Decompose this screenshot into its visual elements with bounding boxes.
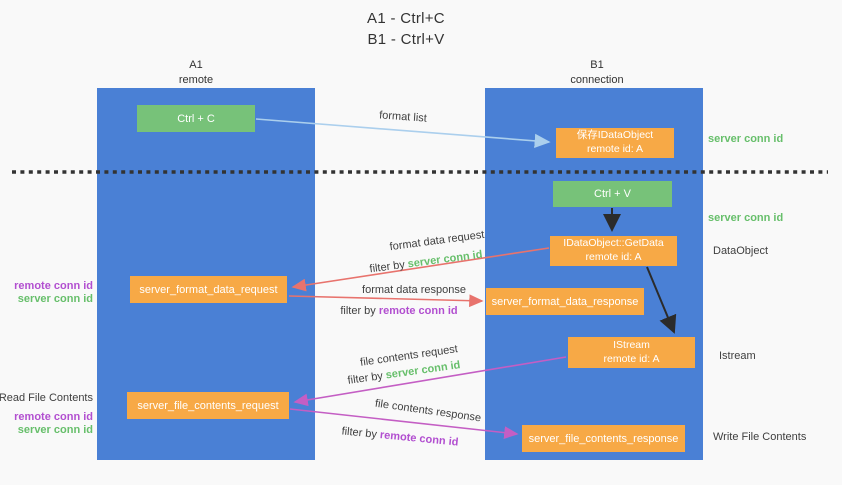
diagram-title: A1 - Ctrl+C B1 - Ctrl+V [367,8,445,50]
right-label-server-conn-id-2: server conn id [708,212,784,224]
node-getdata-line2: remote id: A [585,251,642,263]
node-idataobject-getdata: IDataObject::GetData remote id: A [550,236,677,266]
lane-header-b1: B1 connection [570,58,623,88]
filter-by-text: filter by [340,305,376,317]
node-save-idataobject-line2: remote id: A [586,143,644,155]
left-label-server-conn-id-1: server conn id [17,293,93,305]
filter-by-text: filter by [368,258,406,276]
node-server-file-contents-response: server_file_contents_response [522,425,685,452]
remote-conn-id-text: remote conn id [378,305,458,317]
right-label-server-conn-id-1: server conn id [708,133,784,145]
node-istream: IStream remote id: A [568,337,695,368]
right-label-write-file-contents: Write File Contents [713,431,807,443]
left-label-read-file-contents: Read File Contents [0,392,93,404]
lane-b1-name: B1 [590,59,604,71]
node-ctrl-v-label: Ctrl + V [594,188,631,200]
node-format-response-label: server_format_data_response [491,295,639,308]
node-ctrl-c: Ctrl + C [137,105,255,132]
label-format-list: format list [378,109,428,125]
lane-a1-name: A1 [189,59,203,71]
left-label-remote-conn-id-2: remote conn id [14,411,93,423]
right-label-istream: Istream [719,350,756,362]
node-server-file-contents-request: server_file_contents_request [127,392,289,419]
title-line-1: A1 - Ctrl+C [367,10,445,27]
node-ctrl-c-label: Ctrl + C [177,112,215,125]
node-ctrl-v: Ctrl + V [553,181,672,207]
left-label-server-conn-id-2: server conn id [17,424,93,436]
remote-conn-id-text: remote conn id [379,429,459,449]
server-conn-id-text: server conn id [407,248,484,271]
arrow-format-data-response [288,294,484,308]
right-label-dataobject: DataObject [713,245,769,257]
node-save-idataobject: 保存IDataObject remote id: A [556,128,674,158]
lane-header-a1: A1 remote [179,58,213,88]
node-save-idataobject-line1: 保存IDataObject [576,129,654,142]
node-file-response-label: server_file_contents_response [528,432,679,445]
node-server-format-data-request: server_format_data_request [130,276,287,303]
lane-b1-sub: connection [570,73,624,86]
node-format-request-label: server_format_data_request [139,283,278,296]
node-file-request-label: server_file_contents_request [137,399,279,412]
filter-by-text: filter by [346,370,384,387]
title-line-2: B1 - Ctrl+V [367,31,445,48]
filter-by-text: filter by [341,425,378,441]
node-istream-line2: remote id: A [603,352,660,365]
node-istream-line1: IStream [613,338,650,351]
label-filter-by-server-conn-id-1: filter byserver conn id [369,249,483,276]
lane-a1-sub: remote [178,73,214,86]
left-label-remote-conn-id-1: remote conn id [14,280,93,292]
node-server-format-data-response: server_format_data_response [486,288,644,315]
node-getdata-line1: IDataObject::GetData [563,237,664,250]
label-file-contents-response: file contents response [374,397,482,425]
label-format-data-response: format data response [362,284,466,296]
